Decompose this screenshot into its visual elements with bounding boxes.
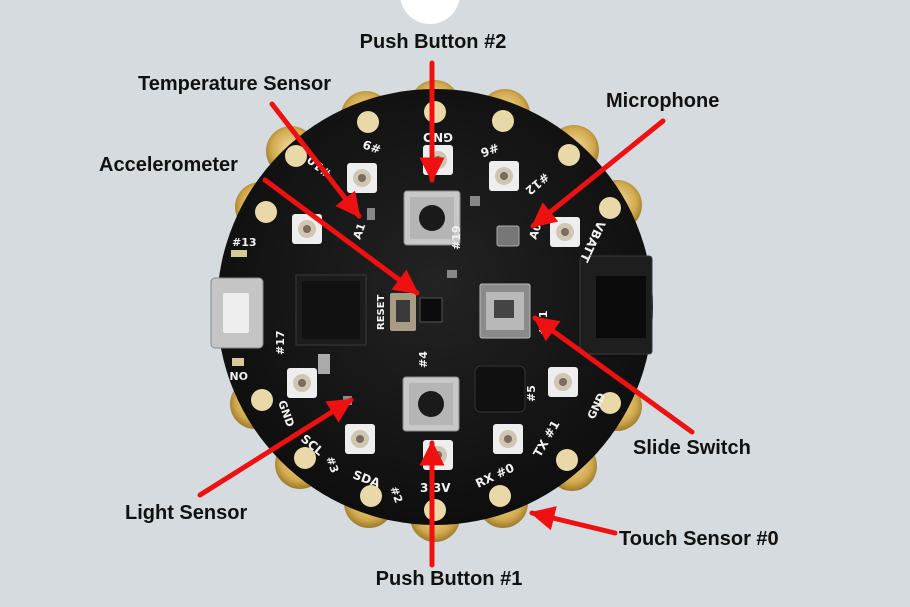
silk-3v3: 3.3V	[420, 481, 451, 495]
silk-pin2: #2	[387, 485, 405, 505]
microcontroller-chip	[295, 274, 367, 346]
callout-labels: Push Button #2 Temperature Sensor Microp…	[99, 31, 779, 590]
slide-switch-part	[479, 283, 531, 339]
neopixel-led	[550, 217, 580, 247]
silk-on: ON	[229, 369, 248, 382]
neopixel-led	[292, 214, 322, 244]
neopixel-led	[345, 424, 375, 454]
neopixel-led	[548, 367, 578, 397]
microphone-part	[496, 225, 520, 247]
silk-pin6: #6	[479, 140, 501, 159]
neopixel-led	[423, 145, 453, 175]
arrow-light-sensor	[197, 397, 354, 498]
silk-pin4: #4	[417, 351, 430, 368]
label-temperature-sensor: Temperature Sensor	[138, 73, 331, 95]
top-circle	[400, 0, 460, 24]
silk-pin19: #19	[450, 225, 463, 250]
push-button-1-part	[402, 376, 460, 432]
silk-pin5: #5	[525, 385, 538, 402]
arrow-temperature-sensor	[269, 101, 362, 219]
label-light-sensor: Light Sensor	[125, 502, 247, 524]
accelerometer-chip	[419, 297, 443, 323]
neopixel-led	[347, 163, 377, 193]
neopixel-led	[489, 161, 519, 191]
silk-reset: RESET	[376, 294, 387, 330]
silk-a1: A1	[351, 221, 369, 241]
neopixel-led	[493, 424, 523, 454]
silk-gnd-top: GND	[423, 130, 453, 144]
silk-pin3: #3	[323, 455, 341, 475]
battery-connector	[579, 255, 653, 355]
silk-pin17: #17	[274, 330, 287, 355]
silk-pin13: #13	[232, 236, 257, 249]
neopixel-led	[287, 368, 317, 398]
callout-arrows	[197, 60, 695, 568]
arrow-accelerometer	[262, 177, 420, 296]
neopixel-led	[423, 440, 453, 470]
reset-button-part	[390, 293, 416, 331]
arrow-slide-switch	[532, 315, 695, 435]
arrow-touch-sensor-0	[529, 506, 618, 536]
usb-connector	[210, 277, 264, 349]
silk-pin9: #9	[361, 137, 383, 156]
speaker	[474, 365, 526, 413]
label-push-button-2: Push Button #2	[360, 31, 507, 53]
push-button-2-part	[403, 190, 461, 246]
label-accelerometer: Accelerometer	[99, 154, 238, 176]
label-microphone: Microphone	[606, 90, 719, 112]
label-touch-sensor-0: Touch Sensor #0	[619, 528, 779, 550]
arrow-microphone	[530, 118, 666, 229]
label-push-button-1: Push Button #1	[376, 568, 523, 590]
label-slide-switch: Slide Switch	[633, 437, 751, 459]
